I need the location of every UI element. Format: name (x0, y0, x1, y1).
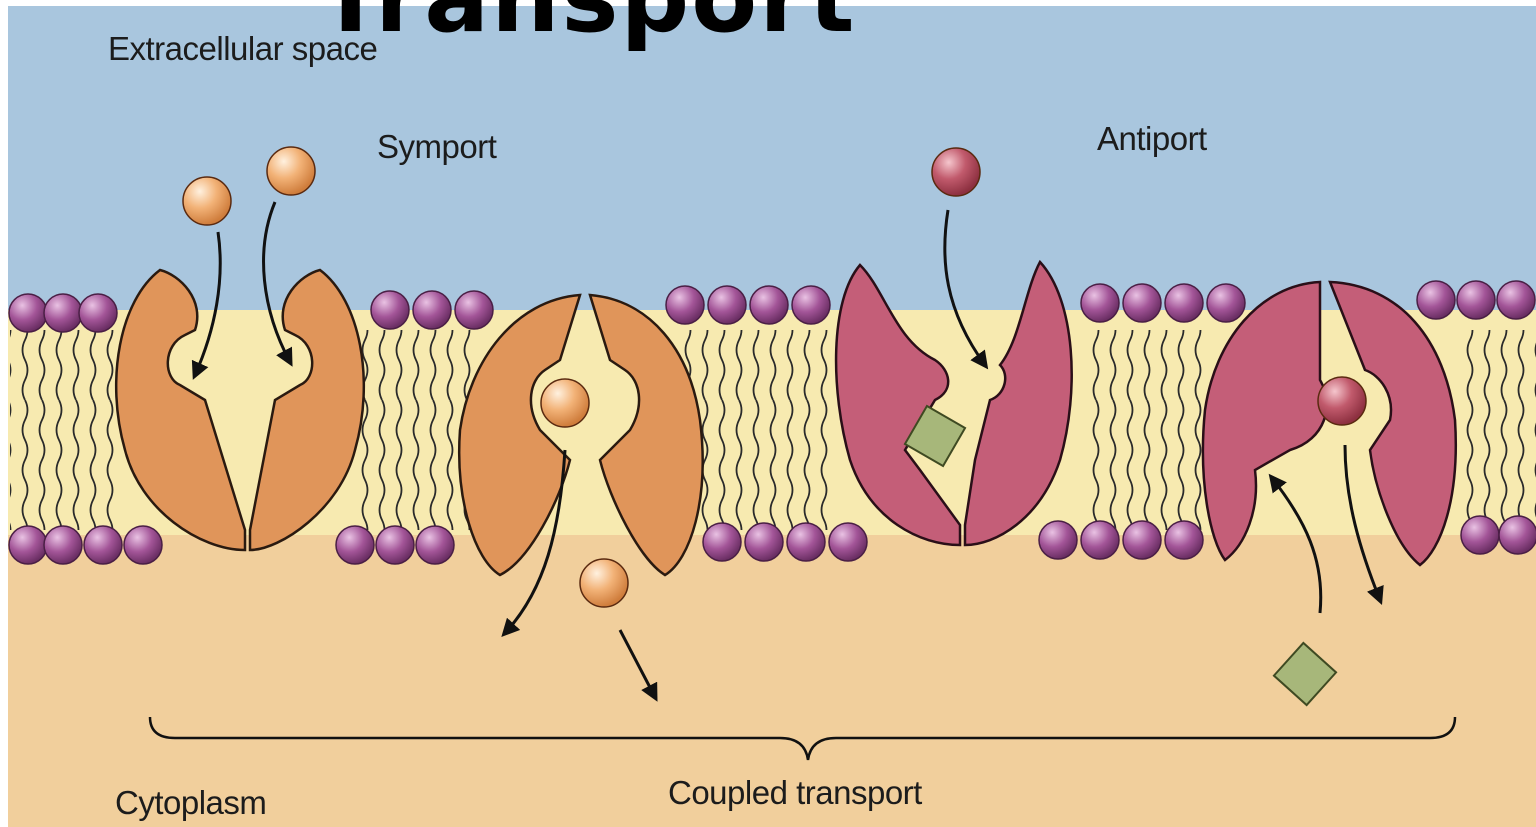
coupled-transport-label: Coupled transport (668, 774, 922, 812)
orange-solute (183, 177, 231, 225)
orange-solute (541, 379, 589, 427)
orange-solute (267, 147, 315, 195)
antiport-label: Antiport (1097, 120, 1207, 158)
cytoplasm-label: Cytoplasm (115, 784, 266, 822)
red-solute (1318, 377, 1366, 425)
symport-label: Symport (377, 128, 496, 166)
red-solute (932, 148, 980, 196)
extracellular-label: Extracellular space (108, 30, 377, 68)
slide-heading: Transport (318, 0, 856, 54)
orange-solute (580, 559, 628, 607)
